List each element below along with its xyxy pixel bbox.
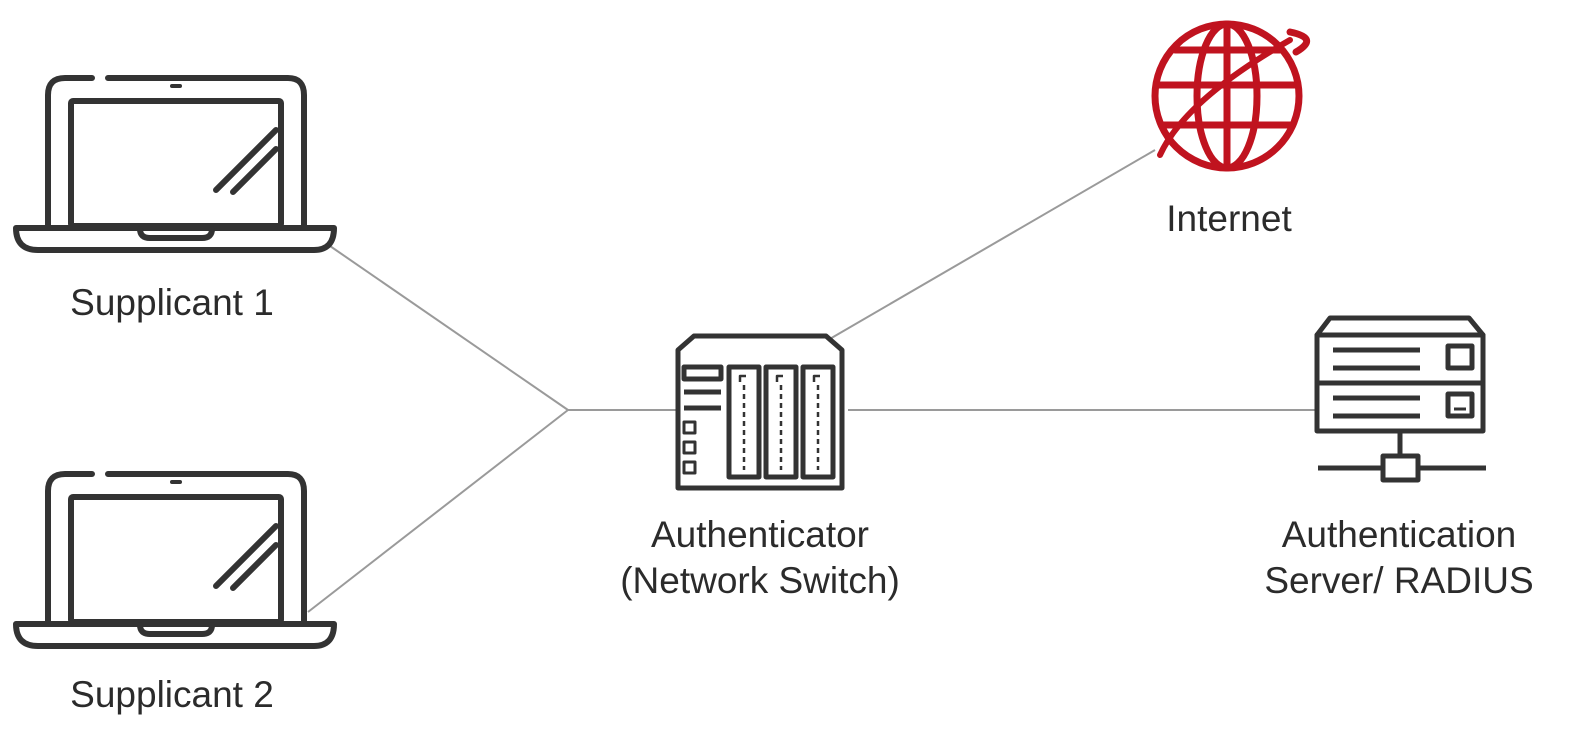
link-authenticator-internet [827,149,1156,341]
link-supplicant1-hub [329,245,569,411]
internet-label: Internet [1166,198,1292,239]
auth-server-label-line1: Authentication [1281,514,1517,555]
authenticator-label: Authenticator (Network Switch) [620,512,900,604]
server-icon [1314,315,1486,483]
auth-server-label: Authentication Server/ RADIUS [1264,512,1533,604]
connection-lines [307,149,1316,613]
network-switch-icon [675,333,845,491]
supplicant-2-label: Supplicant 2 [70,674,274,715]
supplicant-1-label: Supplicant 1 [70,282,274,323]
auth-server-label-line2: Server/ RADIUS [1264,560,1534,601]
laptop-icon [16,78,334,250]
globe-icon [1151,20,1310,172]
authenticator-label-line1: Authenticator [650,514,870,555]
laptop-icon [16,474,334,646]
authenticator-label-line2: (Network Switch) [620,560,900,601]
link-supplicant2-hub [307,409,569,613]
